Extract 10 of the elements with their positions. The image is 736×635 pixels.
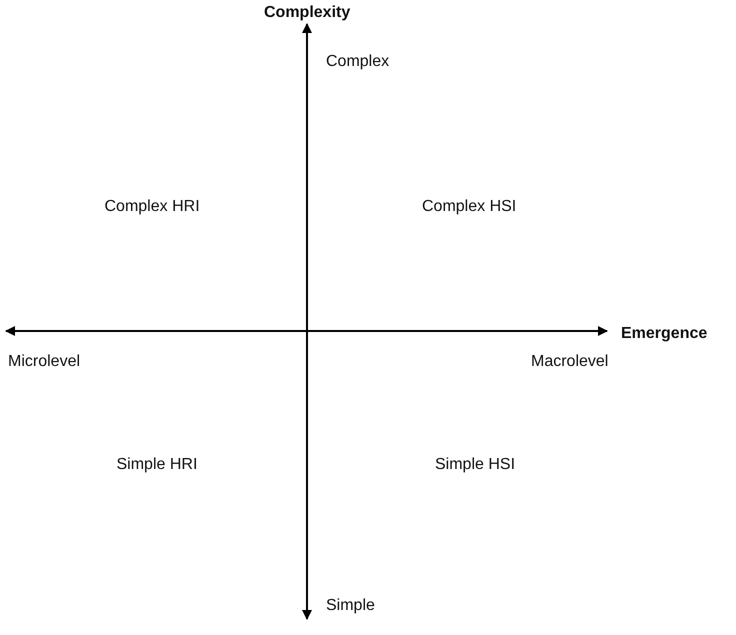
quadrant-label: Complex HRI (104, 198, 200, 216)
axis-end-label: Macrolevel (531, 353, 608, 371)
axis-title: Complexity (264, 4, 350, 22)
quadrant-label: Simple HSI (435, 456, 516, 474)
axis-end-label: Complex (326, 53, 390, 71)
axis-title: Emergence (621, 325, 708, 343)
axis-end-label: Microlevel (8, 353, 80, 371)
axis-end-label: Simple (326, 597, 375, 615)
quadrant-label: Simple HRI (116, 456, 198, 474)
quadrant-label: Complex HSI (422, 198, 516, 216)
